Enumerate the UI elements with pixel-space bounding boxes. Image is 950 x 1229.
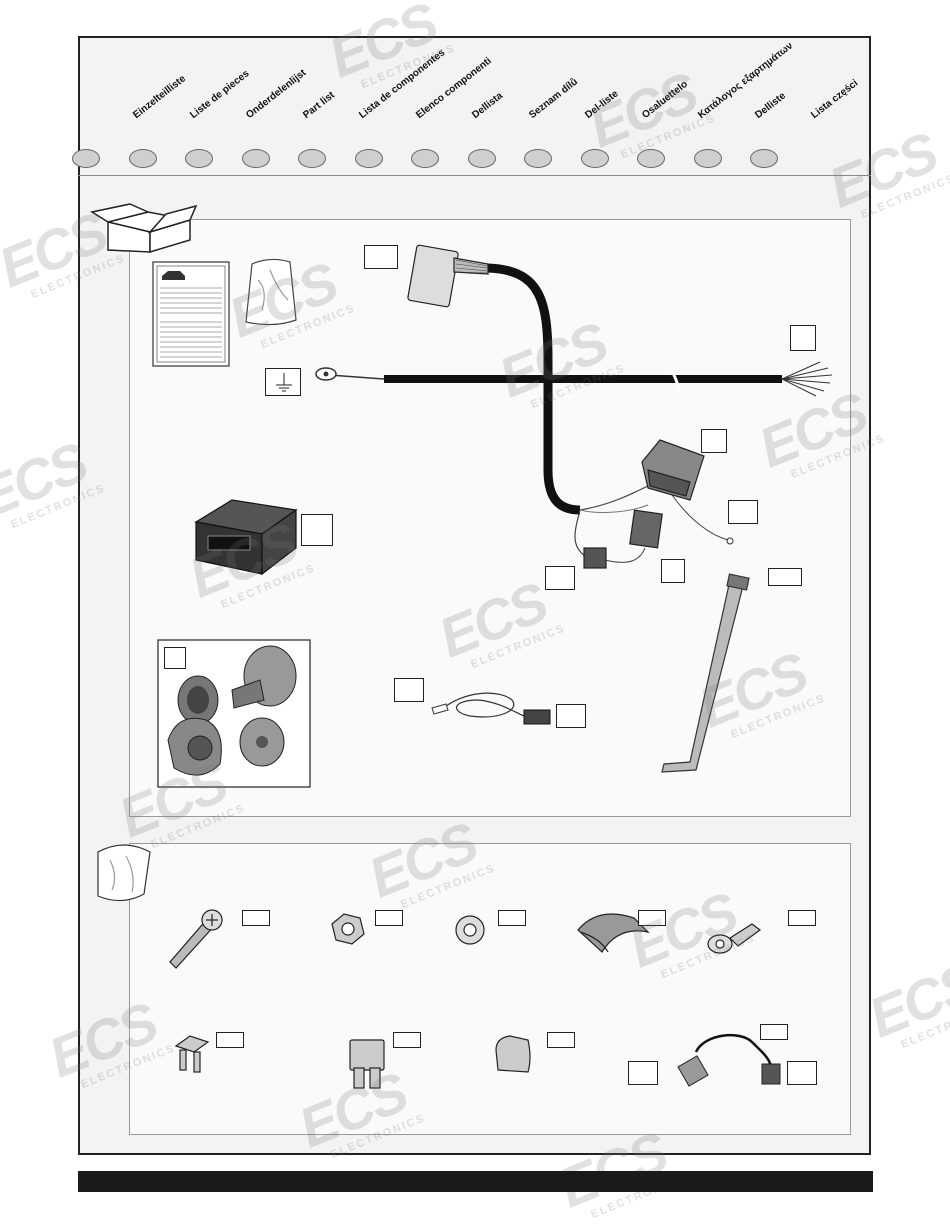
fuse: [174, 1035, 210, 1073]
ref-box-ground: [265, 368, 301, 396]
ref-box-ext-wire-a: [394, 678, 424, 702]
language-marker: [693, 149, 722, 168]
ref-box-nut: [375, 910, 403, 926]
screw: [169, 909, 223, 969]
ref-box-adapter-b: [628, 1061, 658, 1085]
main-wire-harness: [315, 244, 833, 563]
ground-symbol-icon: [276, 373, 292, 392]
ref-box-socket: [164, 647, 186, 669]
ref-box-fuse-b: [393, 1032, 421, 1048]
language-marker: [524, 149, 552, 168]
ref-box-washer: [498, 910, 526, 926]
fuse: [349, 1039, 385, 1089]
language-marker: [637, 149, 665, 168]
ref-box-screw: [242, 910, 270, 926]
small-parts-panel: [129, 843, 851, 1135]
ref-box-wire: [728, 500, 758, 524]
ref-box-cable-tie: [768, 568, 802, 586]
ref-box-module: [701, 429, 727, 453]
footer-bar: [78, 1171, 873, 1192]
language-marker: [128, 149, 157, 168]
language-marker: [185, 149, 213, 168]
ref-box-fuse-a: [216, 1032, 244, 1048]
extension-wire: [431, 692, 551, 725]
ref-box-control-module: [301, 514, 333, 546]
language-marker: [580, 149, 609, 168]
ref-box-adapter-a: [760, 1024, 788, 1040]
trailer-socket: [157, 639, 311, 788]
ref-box-ring-terminal: [788, 910, 816, 926]
instruction-sheet-icon: [152, 261, 230, 367]
ref-box-wire-end: [790, 325, 816, 351]
ref-box-connector: [364, 245, 398, 269]
language-header: [78, 36, 871, 176]
ref-box-adapter-c: [787, 1061, 817, 1085]
ref-box-tape: [638, 910, 666, 926]
language-marker: [750, 149, 778, 168]
bag-icon: [97, 844, 151, 902]
ref-box-plug: [545, 566, 575, 590]
language-marker: [411, 149, 439, 168]
ring-terminal: [707, 923, 762, 954]
nut: [331, 913, 365, 945]
ref-box-cap: [547, 1032, 575, 1048]
cable-tie: [661, 573, 750, 773]
ref-box-ext-wire-b: [556, 704, 586, 728]
adapter-lead: [677, 1034, 781, 1087]
language-marker: [72, 149, 100, 168]
language-marker: [298, 149, 326, 168]
language-marker: [467, 149, 496, 168]
language-marker: [241, 149, 270, 168]
washer: [455, 915, 485, 945]
language-marker: [354, 149, 383, 168]
module-connector: [583, 439, 705, 569]
box-icon: [90, 203, 198, 254]
ref-box-relay: [661, 559, 685, 583]
control-module: [194, 499, 298, 576]
bag-icon: [245, 258, 297, 326]
cap: [495, 1035, 531, 1073]
